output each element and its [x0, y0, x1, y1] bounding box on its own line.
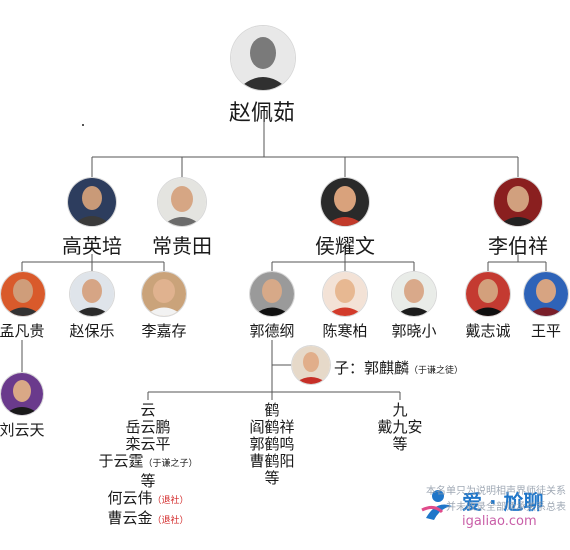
list-item: 郭鹤鸣: [249, 435, 295, 453]
list-item: 何云伟（退社）: [107, 489, 189, 507]
avatar-guo-degang: [250, 272, 294, 316]
branch-jiu: 九 戴九安 等: [377, 402, 422, 453]
avatar-wang-ping: [524, 272, 568, 316]
list-item: 阎鹤祥: [249, 418, 295, 436]
avatar-gao-yingpei: [68, 178, 116, 226]
avatar-li-jiacun: [142, 272, 186, 316]
name-meng-fangui: 孟凡贵: [0, 322, 45, 340]
list-item: 于云霆（于谦之子）: [98, 452, 198, 470]
avatar-liu-yuntian: [1, 373, 43, 415]
avatar-hou-yaowen: [321, 178, 369, 226]
avatar-zhao-peiru: [231, 26, 295, 90]
name-chang-guitian: 常贵田: [152, 234, 212, 258]
name-li-jiacun: 李嘉存: [141, 322, 187, 340]
person-photo-icon: [231, 26, 295, 90]
name-chen-hanbai: 陈寒柏: [322, 322, 368, 340]
avatar-guo-qilin: [292, 346, 330, 384]
stray-dot: [82, 124, 84, 126]
name-zhao-baole: 赵保乐: [69, 322, 115, 340]
name-zhao-peiru: 赵佩茹: [228, 101, 296, 126]
list-item: 栾云平: [125, 435, 171, 453]
avatar-guo-xiaoxiao: [392, 272, 436, 316]
watermark-url: igaliao.com: [462, 514, 537, 529]
list-item: 戴九安: [377, 418, 423, 436]
branch-he-head: 鹤: [264, 401, 280, 419]
watermark-caption: 本名单只为说明相声界师徒关系 并未收录全部师承关系总表: [426, 486, 566, 513]
name-wang-ping: 王平: [530, 322, 562, 340]
name-liu-yuntian: 刘云天: [0, 421, 45, 439]
branch-he: 鹤 阎鹤祥 郭鹤鸣 曹鹤阳 等: [249, 402, 294, 487]
avatar-meng-fangui: [1, 272, 45, 316]
list-item: 岳云鹏: [125, 418, 171, 436]
brand-logo-icon: [418, 484, 458, 524]
name-dai-zhicheng: 戴志诚: [465, 322, 511, 340]
watermark-brand: 爱 · 尬聊: [462, 490, 544, 514]
name-gao-yingpei: 高英培: [62, 234, 122, 258]
avatar-chen-hanbai: [323, 272, 367, 316]
name-hou-yaowen: 侯耀文: [315, 234, 375, 258]
list-item-etc: 等: [264, 469, 280, 487]
name-guo-xiaoxiao: 郭晓小: [391, 322, 437, 340]
list-item-etc: 等: [392, 435, 408, 453]
avatar-dai-zhicheng: [466, 272, 510, 316]
list-item: 曹鹤阳: [249, 452, 295, 470]
list-item: 曹云金（退社）: [107, 509, 189, 527]
list-item-etc: 等: [140, 472, 156, 490]
avatar-zhao-baole: [70, 272, 114, 316]
avatar-chang-guitian: [158, 178, 206, 226]
branch-yun: 云 岳云鹏 栾云平 于云霆（于谦之子） 等 何云伟（退社） 曹云金（退社）: [98, 402, 197, 530]
avatar-li-boxiang: [494, 178, 542, 226]
son-label: 子：郭麒麟（于谦之徒）: [334, 359, 464, 377]
branch-yun-head: 云: [140, 401, 156, 419]
name-guo-degang: 郭德纲: [249, 322, 295, 340]
name-li-boxiang: 李伯祥: [488, 234, 548, 258]
branch-jiu-head: 九: [392, 401, 408, 419]
